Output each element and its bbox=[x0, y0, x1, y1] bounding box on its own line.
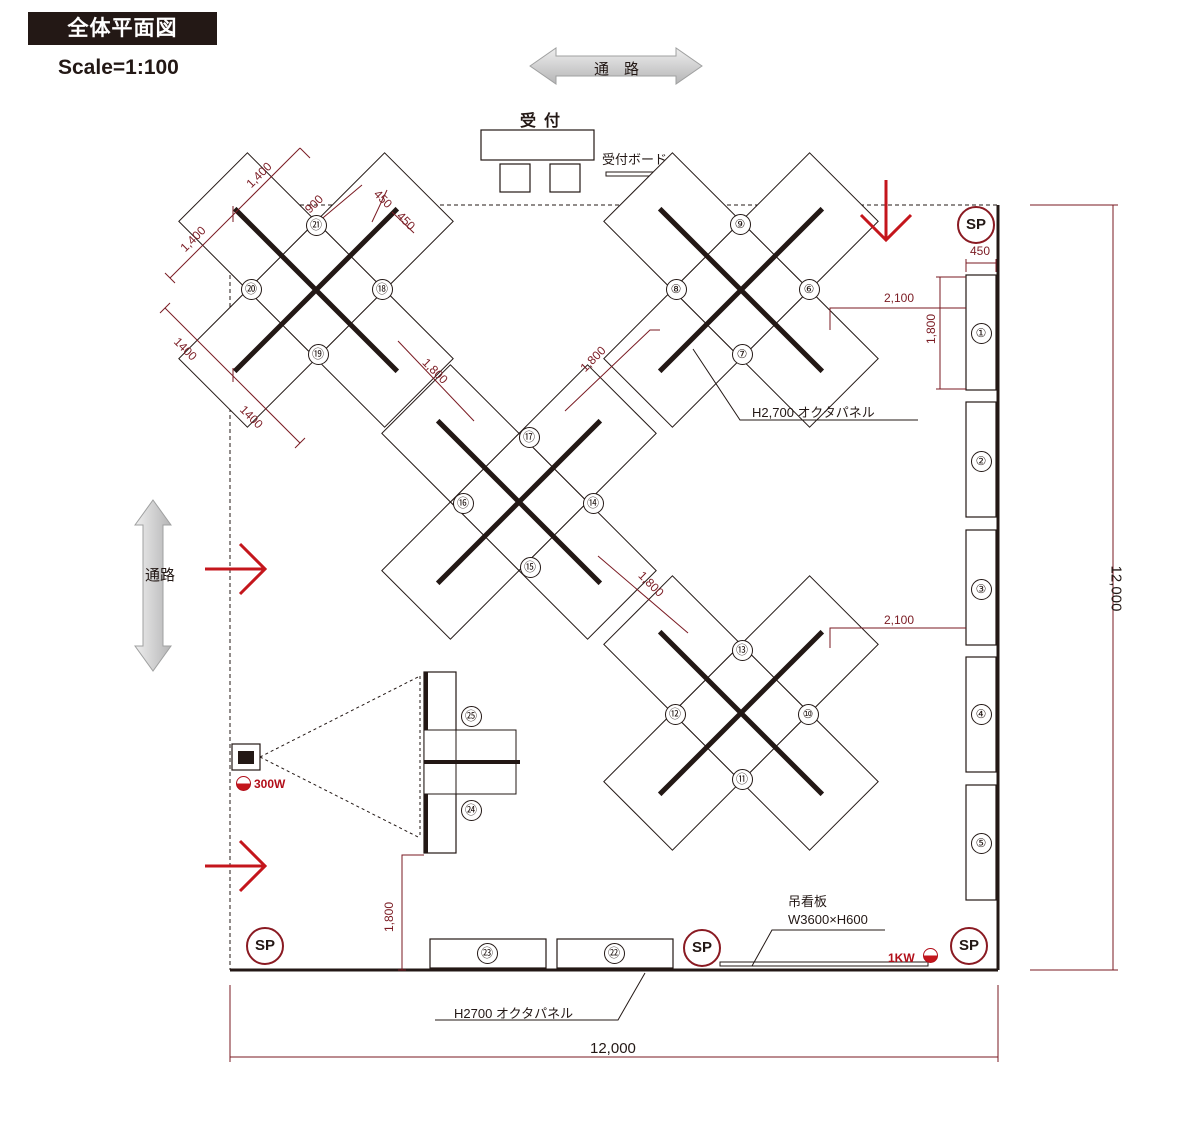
station-12: ⑫ bbox=[664, 703, 686, 725]
station-2: ② bbox=[970, 450, 992, 472]
booth-width-label: 12,000 bbox=[590, 1040, 636, 1057]
booth-depth-label: 12,000 bbox=[1107, 565, 1125, 612]
station-13: ⑬ bbox=[731, 639, 753, 661]
station-14: ⑭ bbox=[582, 492, 604, 514]
station-8: ⑧ bbox=[665, 278, 687, 300]
station-7: ⑦ bbox=[731, 343, 753, 365]
dim-1800-wall: 1,800 bbox=[924, 313, 939, 345]
projector-power-label: 300W bbox=[254, 777, 286, 791]
station-22: ㉒ bbox=[603, 942, 625, 964]
aisle-arrow-top bbox=[529, 47, 703, 85]
speaker-bottom-center: SP bbox=[683, 929, 721, 967]
reception-board-label: 受付ボード bbox=[602, 152, 668, 167]
entry-arrows bbox=[205, 180, 913, 893]
speaker-bottom-left: SP bbox=[246, 927, 284, 965]
plan-title: 全体平面図 bbox=[28, 12, 217, 45]
station-1: ① bbox=[970, 322, 992, 344]
speaker-top-right: SP bbox=[957, 206, 995, 244]
station-10: ⑩ bbox=[797, 703, 819, 725]
station-3: ③ bbox=[970, 578, 992, 600]
station-24: ㉔ bbox=[460, 799, 482, 821]
outlet-icon bbox=[235, 775, 251, 791]
station-4: ④ bbox=[970, 703, 992, 725]
leader-lines bbox=[435, 348, 918, 1021]
dim-450-wall: 450 bbox=[970, 244, 991, 258]
station-5: ⑤ bbox=[970, 832, 992, 854]
aisle-label-left: 通路 bbox=[145, 567, 176, 584]
station-20: ⑳ bbox=[240, 278, 262, 300]
station-21: ㉑ bbox=[305, 214, 327, 236]
reception-label: 受付 bbox=[520, 113, 569, 130]
station-23: ㉓ bbox=[476, 942, 498, 964]
dimension-lines bbox=[159, 147, 1118, 1062]
scale-label: Scale=1:100 bbox=[58, 56, 179, 79]
station-11: ⑪ bbox=[731, 768, 753, 790]
hanging-sign-size: W3600×H600 bbox=[788, 912, 868, 927]
station-25: ㉕ bbox=[460, 705, 482, 727]
main-power-label: 1KW bbox=[888, 951, 915, 965]
dim-1800-vertical: 1,800 bbox=[382, 901, 397, 933]
presentation-area bbox=[231, 671, 520, 854]
station-16: ⑯ bbox=[452, 492, 474, 514]
reception-counter bbox=[480, 129, 595, 193]
station-6: ⑥ bbox=[798, 278, 820, 300]
dim-2100-upper: 2,100 bbox=[884, 291, 915, 305]
station-17: ⑰ bbox=[518, 426, 540, 448]
outlet-icon bbox=[922, 947, 938, 963]
wall-desks-bottom bbox=[429, 938, 674, 969]
station-19: ⑲ bbox=[307, 343, 329, 365]
octa-panel-label-upper: H2,700 オクタパネル bbox=[752, 405, 875, 420]
dim-2100-lower: 2,100 bbox=[884, 613, 915, 627]
hanging-sign-label: 吊看板 bbox=[788, 894, 828, 909]
aisle-label-top: 通 路 bbox=[594, 61, 640, 78]
octa-panel-label-bottom: H2700 オクタパネル bbox=[454, 1006, 574, 1021]
hanging-sign-bar bbox=[719, 961, 929, 967]
station-18: ⑱ bbox=[371, 278, 393, 300]
station-15: ⑮ bbox=[519, 556, 541, 578]
station-9: ⑨ bbox=[729, 213, 751, 235]
speaker-bottom-right: SP bbox=[950, 927, 988, 965]
aisle-arrow-left bbox=[134, 499, 172, 672]
